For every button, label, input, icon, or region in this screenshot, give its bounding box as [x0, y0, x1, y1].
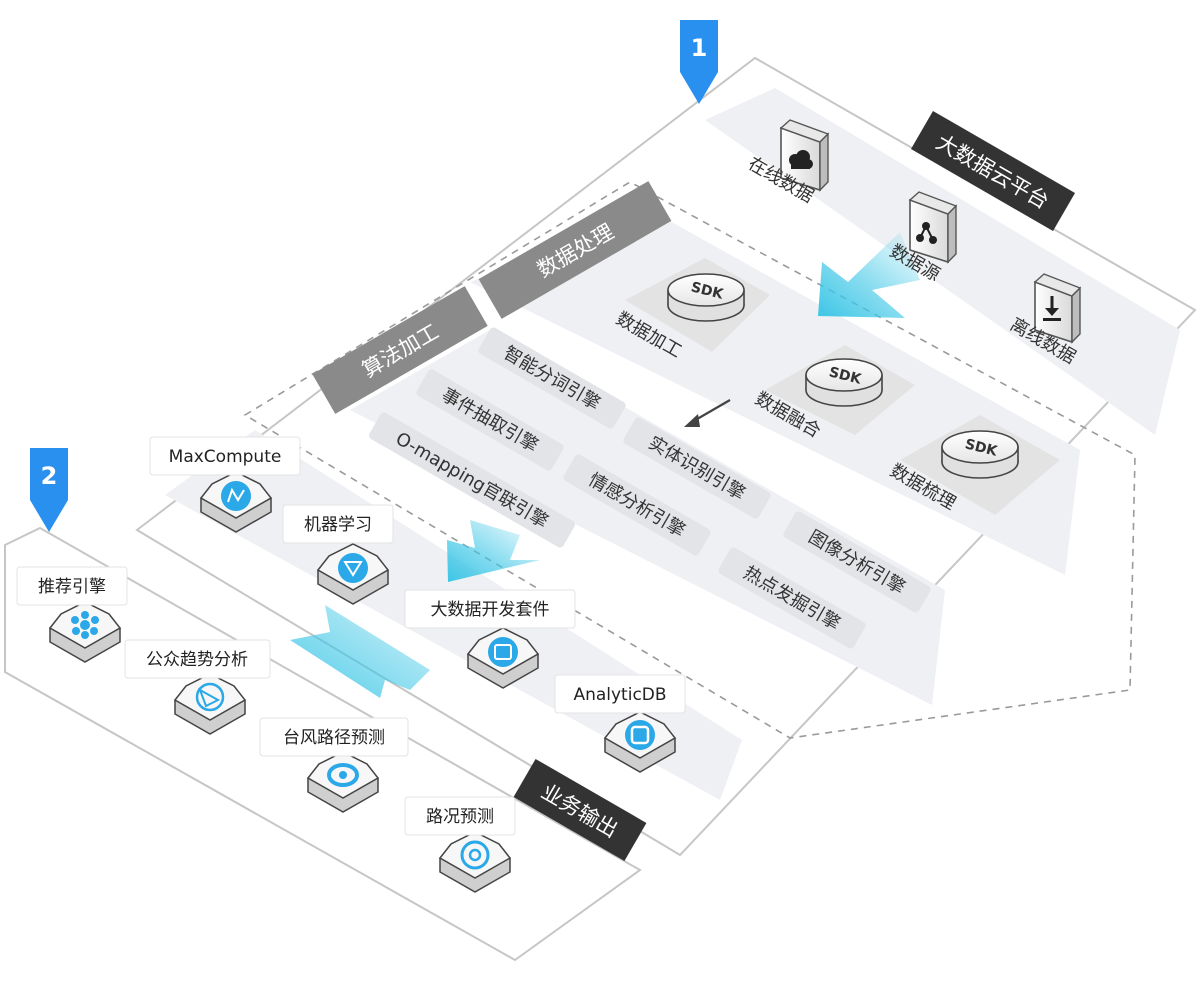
service-card-machine-learning: 机器学习 — [282, 504, 394, 544]
cloud-icon — [789, 150, 813, 169]
output-card-typhoon: 台风路径预测 — [259, 717, 409, 757]
service-card-analyticdb: AnalyticDB — [554, 674, 686, 714]
analyticdb-icon — [630, 725, 650, 745]
globe-network-icon — [195, 682, 225, 712]
step-marker-2: 2 — [30, 448, 68, 532]
service-analyticdb — [603, 711, 677, 773]
step-marker-2-label: 2 — [41, 462, 58, 490]
offline-data-box — [1033, 273, 1082, 344]
sdk-fusion: SDK — [765, 345, 915, 435]
output-card-recommendation: 推荐引擎 — [16, 566, 128, 606]
maxcompute-icon — [227, 487, 245, 503]
machine-learning-icon — [343, 561, 363, 577]
service-card-label: MaxCompute — [169, 447, 282, 467]
output-card-label: 台风路径预测 — [283, 728, 385, 748]
service-card-label: 机器学习 — [304, 515, 372, 535]
output-card-traffic: 路况预测 — [404, 796, 516, 836]
service-machine-learning — [316, 543, 390, 605]
online-data-box — [779, 119, 830, 192]
output-card-label: 路况预测 — [426, 807, 494, 827]
output-card-label: 推荐引擎 — [38, 577, 106, 597]
service-card-label: 大数据开发套件 — [431, 600, 550, 620]
star-burst-icon — [71, 611, 99, 639]
step-marker-1-label: 1 — [691, 34, 708, 62]
download-icon — [1043, 296, 1061, 321]
sdk-organize: SDK — [900, 415, 1060, 515]
processing-region — [243, 181, 1136, 739]
data-source-box — [908, 191, 958, 264]
sdk-organize-badge: SDK — [963, 436, 1000, 460]
output-traffic — [438, 831, 512, 893]
sdk-fusion-badge: SDK — [827, 364, 864, 388]
flow-arrow-algorithm — [447, 520, 540, 582]
flow-arrow-source — [818, 232, 920, 318]
output-recommendation — [48, 601, 122, 663]
network-node-icon — [916, 222, 937, 244]
service-card-dev-suite: 大数据开发套件 — [404, 589, 576, 629]
sdk-processing-badge: SDK — [689, 279, 726, 303]
output-card-label: 公众趋势分析 — [146, 650, 248, 670]
step-marker-1: 1 — [680, 20, 718, 104]
service-card-label: AnalyticDB — [573, 685, 666, 705]
output-card-trend-analysis: 公众趋势分析 — [124, 639, 271, 679]
algorithm-title-tag: 算法加工 — [312, 286, 488, 414]
output-trend-analysis — [173, 673, 247, 735]
flow-arrow-merge — [684, 399, 731, 427]
sdk-processing: SDK — [625, 258, 770, 352]
dev-suite-icon — [494, 644, 512, 660]
typhoon-icon — [327, 763, 359, 787]
service-dev-suite — [466, 627, 540, 689]
output-typhoon — [306, 751, 380, 813]
lifebuoy-icon — [460, 840, 490, 870]
service-maxcompute — [199, 471, 273, 533]
service-card-maxcompute: MaxCompute — [149, 436, 301, 476]
flow-arrow-output — [290, 605, 430, 698]
